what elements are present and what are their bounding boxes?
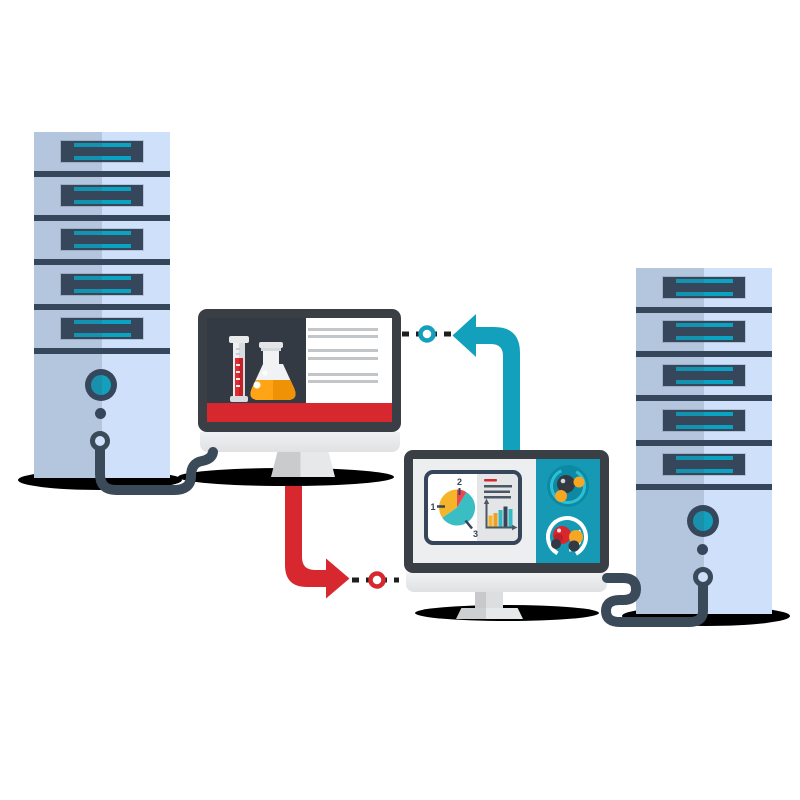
dashboard-panel: 2 1 3 bbox=[413, 459, 536, 563]
server-divider bbox=[636, 351, 772, 357]
server-drive-bay bbox=[61, 318, 143, 339]
content-line bbox=[308, 357, 378, 360]
content-line bbox=[308, 349, 378, 352]
arrowhead-left-icon bbox=[452, 314, 476, 357]
server-drive-bay bbox=[61, 274, 143, 295]
right-monitor-screen: 2 1 3 bbox=[413, 459, 600, 563]
molecule-icon-top bbox=[547, 465, 589, 507]
screen-footer-bar bbox=[207, 403, 392, 422]
server-led-dot bbox=[95, 408, 106, 419]
content-line bbox=[308, 328, 378, 331]
server-drive-bay bbox=[61, 141, 143, 162]
server-divider bbox=[636, 484, 772, 490]
pie-label-3: 3 bbox=[473, 529, 478, 539]
content-line bbox=[308, 380, 378, 383]
connector-node-red bbox=[368, 571, 386, 589]
server-drive-bay bbox=[61, 229, 143, 250]
server-divider bbox=[34, 304, 170, 310]
server-drive-bay bbox=[663, 410, 745, 431]
arrowhead-right-icon bbox=[326, 558, 350, 599]
server-divider bbox=[636, 395, 772, 401]
molecule-panel bbox=[536, 459, 600, 563]
molecule-icon-bottom bbox=[546, 516, 588, 558]
left-monitor-shadow bbox=[178, 468, 394, 486]
connector-node-teal bbox=[418, 325, 436, 343]
server-divider bbox=[34, 259, 170, 265]
transfer-arrow-teal bbox=[402, 314, 520, 458]
server-divider bbox=[636, 307, 772, 313]
pie-label-1: 1 bbox=[430, 502, 435, 512]
server-divider bbox=[34, 171, 170, 177]
analytics-card: 2 1 3 bbox=[424, 470, 522, 545]
server-power-button bbox=[85, 369, 117, 401]
right-monitor-stand-base bbox=[456, 608, 523, 619]
content-line bbox=[308, 373, 378, 376]
left-monitor-chin bbox=[200, 432, 400, 452]
pie-chart: 2 1 3 bbox=[430, 477, 478, 539]
right-monitor-stand-neck bbox=[475, 592, 503, 610]
cable-port-left bbox=[90, 431, 110, 451]
server-power-button bbox=[687, 505, 719, 537]
pie-label-2: 2 bbox=[457, 477, 462, 487]
server-drive-bay bbox=[663, 454, 745, 475]
left-monitor-stand bbox=[271, 452, 335, 477]
transfer-arrow-red bbox=[285, 469, 399, 599]
server-drive-bay bbox=[663, 277, 745, 298]
left-monitor-screen bbox=[207, 318, 392, 422]
content-line bbox=[308, 335, 378, 338]
left-monitor bbox=[198, 309, 401, 432]
cable-port-right bbox=[693, 567, 713, 587]
server-divider bbox=[34, 348, 170, 354]
bar-chart bbox=[483, 498, 518, 531]
right-monitor-chin bbox=[406, 573, 607, 592]
server-drive-bay bbox=[663, 321, 745, 342]
cable-right bbox=[600, 573, 708, 627]
erlenmeyer-flask-icon bbox=[250, 342, 296, 400]
right-monitor: 2 1 3 bbox=[404, 450, 609, 573]
server-divider bbox=[636, 440, 772, 446]
lab-flask-icon bbox=[229, 336, 296, 402]
server-divider bbox=[34, 215, 170, 221]
server-led-dot bbox=[697, 544, 708, 555]
server-drive-bay bbox=[663, 365, 745, 386]
test-tube-icon bbox=[229, 336, 249, 402]
cable-left bbox=[95, 436, 218, 495]
server-drive-bay bbox=[61, 185, 143, 206]
card-text-block bbox=[484, 479, 512, 499]
